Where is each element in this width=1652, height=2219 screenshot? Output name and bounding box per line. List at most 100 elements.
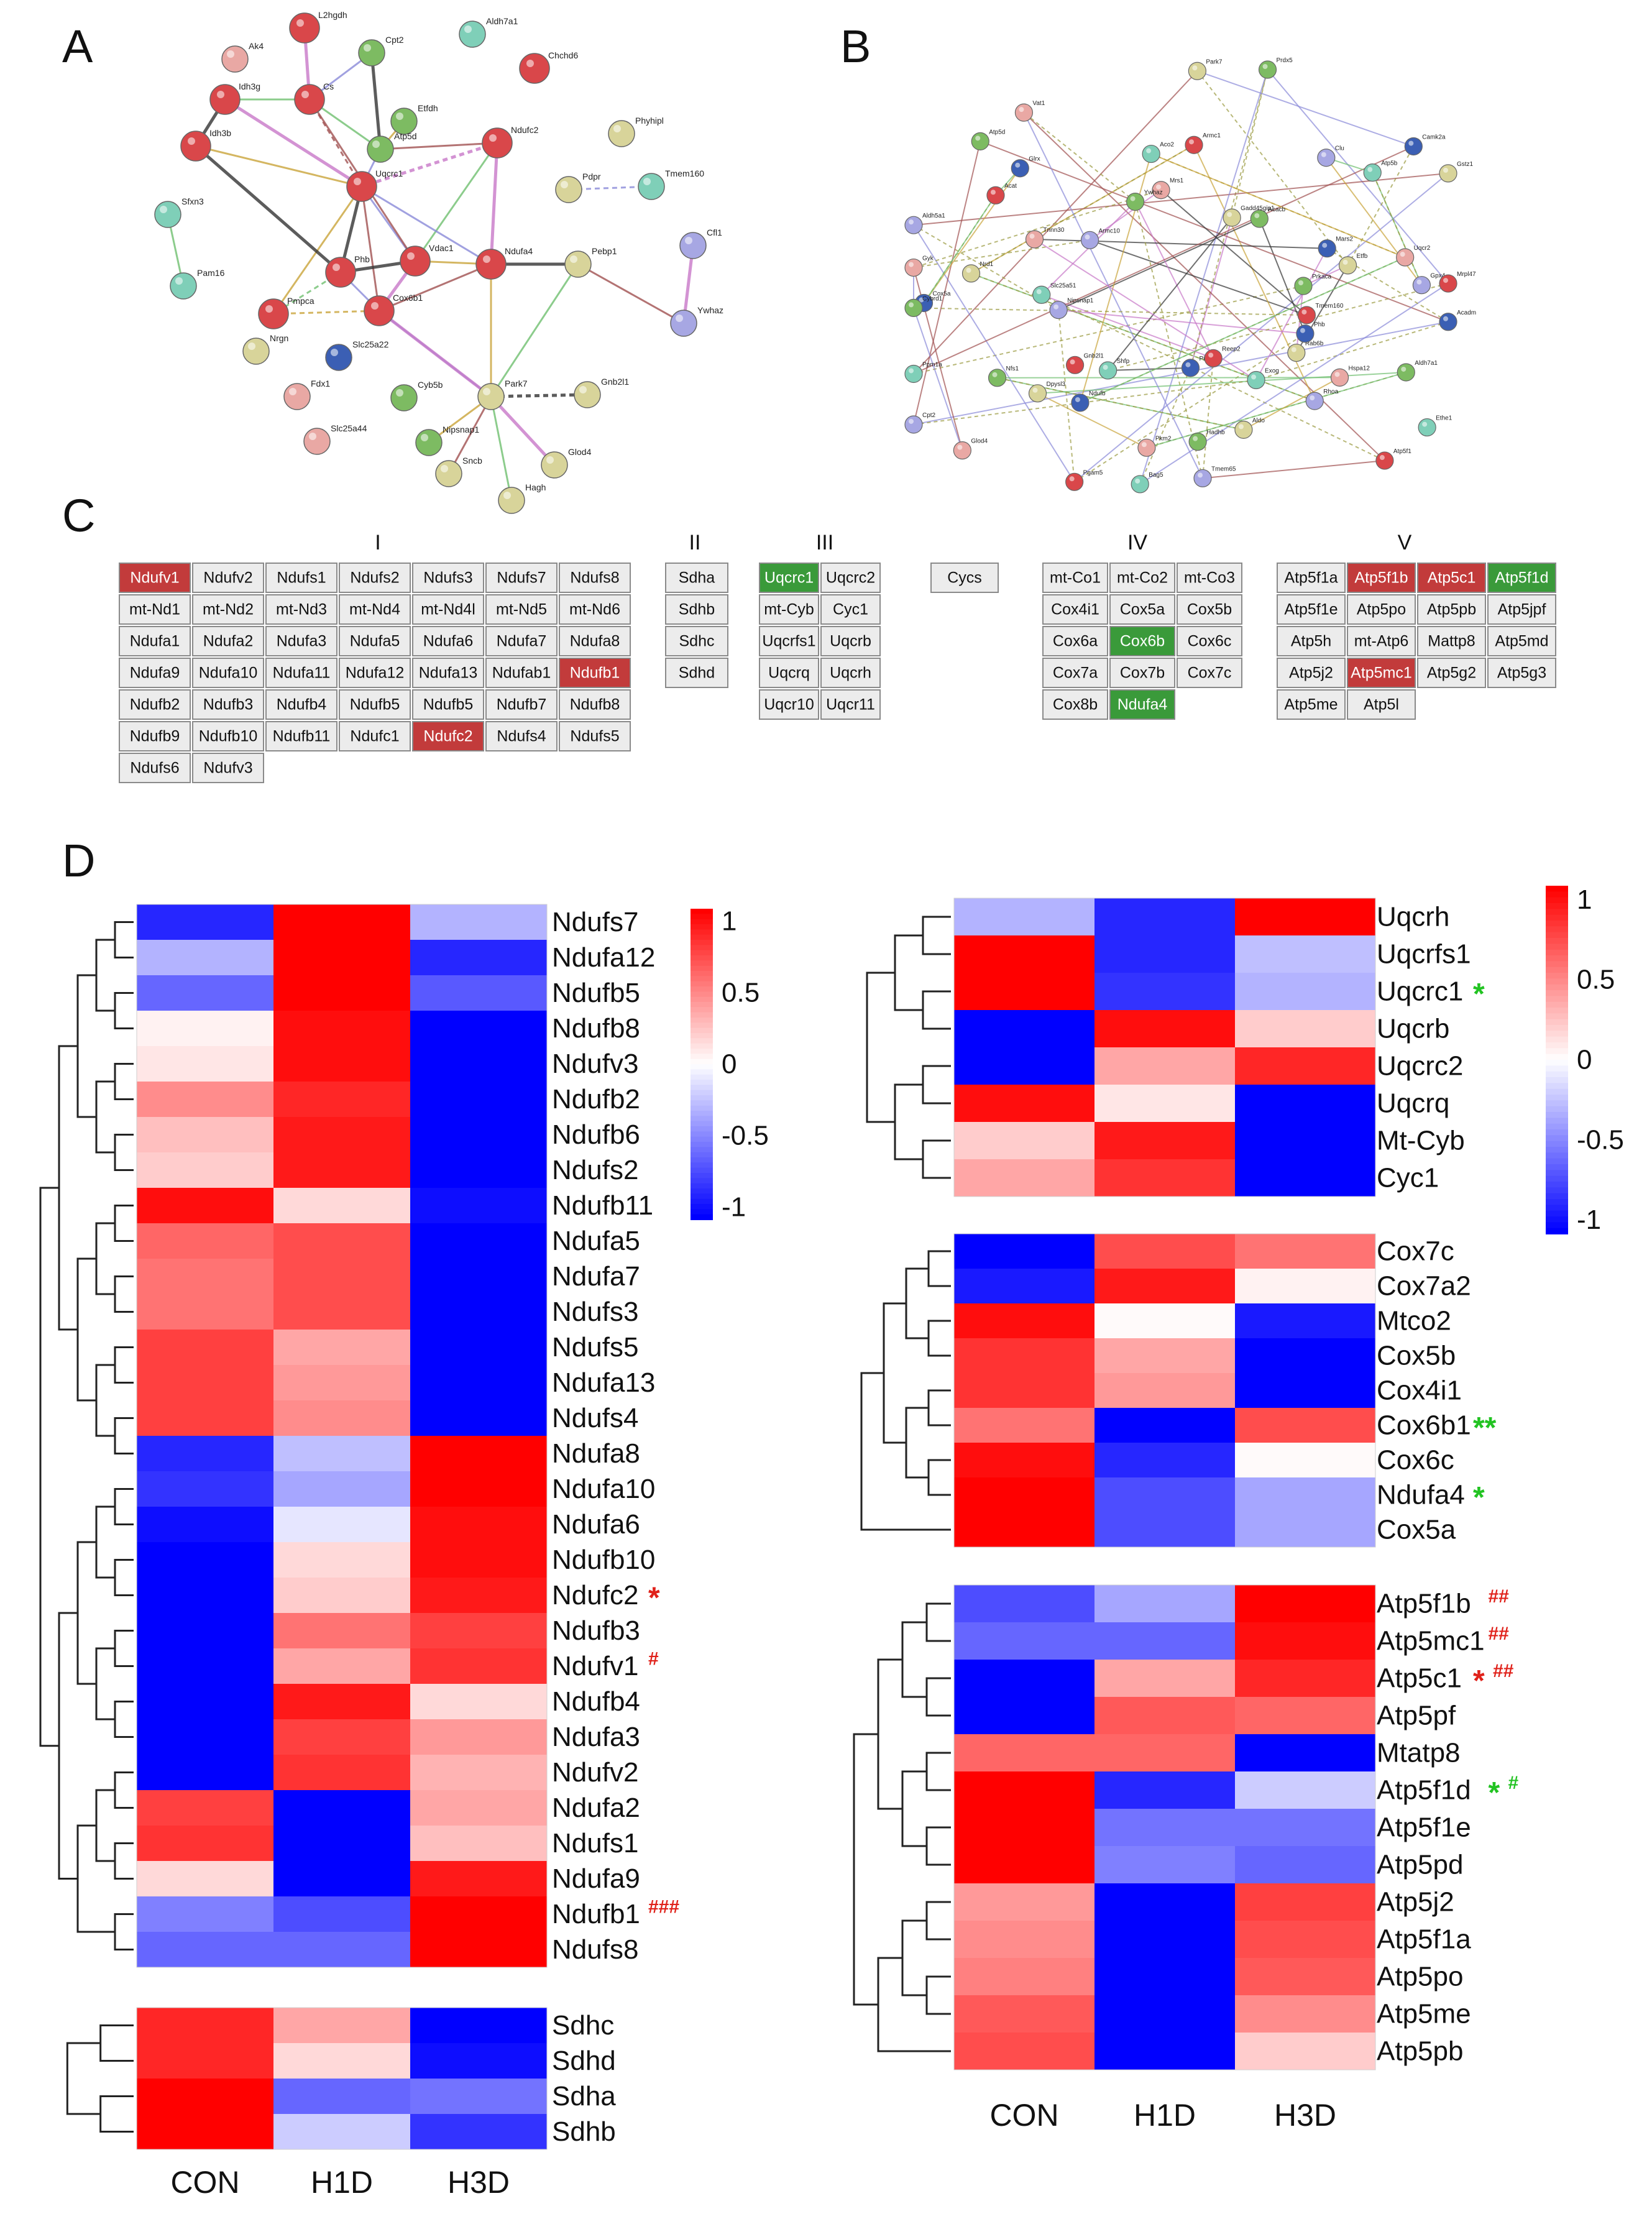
complex-box-rect (339, 626, 411, 656)
complex-box-label: Atp5j2 (1289, 664, 1333, 682)
complex-box-ndufa4: Ndufa4 (1109, 689, 1175, 720)
network-a-node-uqcrc1: Uqcrc1 (346, 168, 403, 202)
complex-box-ndufab1: Ndufab1 (485, 658, 558, 688)
complex-box-mattp8: Mattp8 (1417, 626, 1486, 656)
heatmap-row-label: Sdhc (552, 2010, 614, 2041)
complex-box-rect (665, 594, 728, 625)
heatmap-cell (1094, 1338, 1236, 1374)
network-b-edge (1023, 112, 1385, 461)
network-a-node-label: Phb (354, 254, 370, 264)
colorbar-segment (691, 1059, 713, 1065)
colorbar-segment (1546, 1042, 1568, 1049)
heatmap-cell (410, 1046, 548, 1082)
heatmap-cell (137, 2008, 274, 2044)
heatmap-cell (137, 904, 274, 940)
complex-box-rect (559, 563, 631, 593)
heatmap-row-label: Atp5f1b (1377, 1589, 1471, 1619)
network-b-node-circle (1204, 349, 1223, 367)
colorbar-segment (691, 1204, 713, 1210)
colorbar-segment (1546, 926, 1568, 933)
network-b-edge (913, 308, 963, 451)
colorbar-segment (1546, 1100, 1568, 1107)
heatmap-cell (1235, 1122, 1376, 1160)
heatmap-annotation: * (1473, 978, 1485, 1011)
network-a-node-circle (608, 120, 635, 147)
dendrogram-branch (76, 974, 96, 1118)
complex-box-rect (1042, 658, 1108, 688)
heatmap-cell (410, 1365, 548, 1401)
heatmap-cell (137, 1648, 274, 1684)
heatmap-cell (1094, 1373, 1236, 1408)
complex-box-rect (559, 626, 631, 656)
complex-box-label: Ndufa7 (497, 633, 547, 650)
complex-box-label: Ndufb4 (277, 696, 327, 714)
heatmap-row-label: Mtco2 (1377, 1306, 1451, 1336)
dendrogram-branch (877, 1658, 902, 1810)
heatmap-row-label: Ndufb6 (552, 1119, 640, 1150)
heatmap-cell (410, 1011, 548, 1047)
network-b-edge (1255, 321, 1449, 381)
heatmap-cell (137, 1542, 274, 1578)
colorbar-segment (1546, 1112, 1568, 1119)
colorbar-tick-label: 1 (1577, 884, 1592, 915)
colorbar-segment (691, 971, 713, 977)
network-b-node-highlight (1070, 359, 1075, 365)
complex-box-ndufs1: Ndufs1 (265, 563, 337, 593)
complex-box-ndufb5: Ndufb5 (339, 689, 411, 720)
network-b-node-circle (1126, 192, 1145, 211)
network-b-node-ywhaz: Ywhaz (1126, 190, 1163, 211)
complex-box-cox4i1: Cox4i1 (1042, 594, 1108, 625)
heatmap-cell (273, 940, 411, 976)
dendrogram-branch (76, 1541, 96, 1685)
complex-box-cox8b: Cox8b (1042, 689, 1108, 720)
network-b-node-highlight (1189, 139, 1195, 145)
complex-box-label: mt-Nd1 (129, 601, 180, 618)
complex-box-rect (1109, 563, 1175, 593)
network-b-node-highlight (909, 418, 914, 424)
complex-box-label: Ndufb3 (203, 696, 254, 714)
network-b-node-highlight (1198, 472, 1203, 478)
complex-box-uqcrh: Uqcrh (820, 658, 881, 688)
network-a-node-circle (400, 246, 431, 277)
complex-box-label: Ndufa13 (419, 664, 478, 682)
network-a-node-ndufc2: Ndufc2 (482, 125, 539, 158)
network-b-edge (913, 172, 1449, 226)
heatmap-cell (273, 1471, 411, 1507)
complex-box-label: Ndufb10 (199, 728, 258, 745)
complex-box-atp5g3: Atp5g3 (1487, 658, 1556, 688)
heatmap-cell (410, 1400, 548, 1436)
heatmap-cell (273, 1188, 411, 1224)
heatmap-cell (410, 1613, 548, 1649)
network-b-node-circle (1071, 393, 1090, 412)
network-b-node-circle (904, 415, 923, 434)
network-a-node-label: Aldh7a1 (486, 16, 518, 26)
complex-box-label: Atp5mc1 (1351, 664, 1412, 682)
colorbar-segment (1546, 1048, 1568, 1055)
heatmap-cell (137, 1436, 274, 1472)
network-b-node-circle (1032, 285, 1051, 304)
complex-box-rect (1417, 563, 1486, 593)
complex-box-rect (1347, 658, 1416, 688)
complex-box-sdhd: Sdhd (665, 658, 728, 688)
complex-box-label: Atp5md (1495, 633, 1548, 650)
heatmap-cell (137, 2043, 274, 2079)
complex-box-label: Ndufab1 (492, 664, 551, 682)
heatmap-annotation: ## (1489, 1586, 1510, 1607)
network-b-node-label: Aldh5a1 (922, 213, 945, 219)
network-a-node-circle (221, 45, 249, 73)
dendrogram-branch (894, 1083, 923, 1160)
complex-box-label: Uqcrc1 (764, 569, 814, 587)
complex-box-label: Ndufb5 (350, 696, 400, 714)
heatmap-cell (1094, 1477, 1236, 1513)
complex-box-rect (930, 563, 999, 593)
network-b-node-highlight (957, 444, 963, 450)
complex-box-label: Atp5g2 (1427, 664, 1476, 682)
network-b-node-circle (1258, 60, 1277, 79)
heatmap-cell (137, 1365, 274, 1401)
complex-box-rect (412, 563, 484, 593)
colorbar-segment (691, 1012, 713, 1018)
network-a-node-label: Cpt2 (385, 35, 404, 45)
network-a-node-tmem160: Tmem160 (638, 168, 704, 200)
network-b-node-atp5d: Atp5d (971, 129, 1005, 150)
